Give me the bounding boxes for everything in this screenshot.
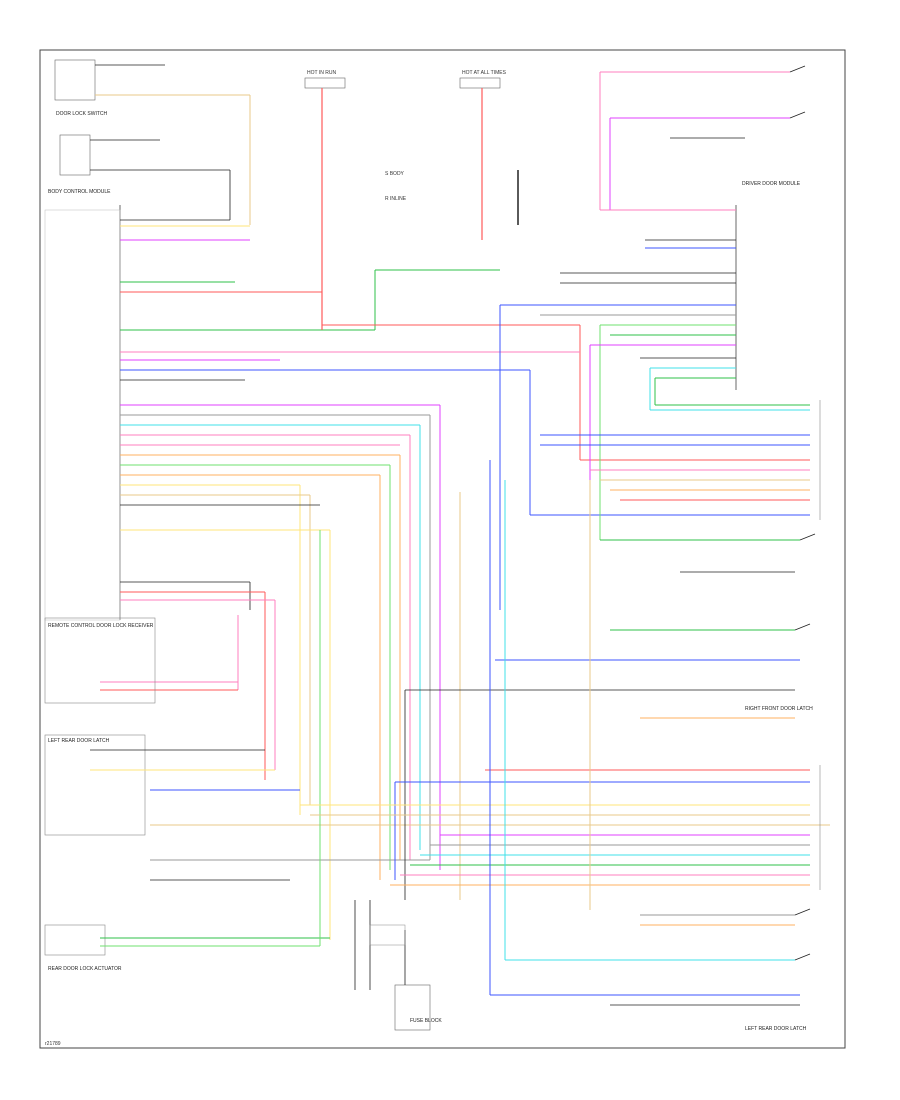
right-side-wires	[300, 71, 810, 1006]
component-body-control-module: BODY CONTROL MODULE	[48, 189, 111, 195]
component-door-lock-switch: DOOR LOCK SWITCH	[56, 111, 108, 117]
footer-code: r21789	[45, 1041, 61, 1047]
fuse-block	[354, 900, 431, 1031]
legend-inline: R INLINE	[385, 196, 407, 202]
component-driver-door-module: DRIVER DOOR MODULE	[742, 181, 801, 187]
bcm-wires	[120, 219, 810, 940]
right-switches	[789, 65, 816, 961]
top-splices	[304, 77, 519, 330]
rear-door-lock-actuator	[44, 530, 330, 956]
component-left-rear-latch-switch: LEFT REAR DOOR LATCH	[48, 738, 110, 744]
body-control-module	[44, 205, 121, 621]
top-splice-label-all: HOT AT ALL TIMES	[462, 70, 507, 76]
receiver-connector	[44, 615, 239, 704]
door-lock-switch	[54, 59, 251, 225]
diagram-frame	[39, 49, 846, 1049]
left-rear-door-latch	[44, 734, 830, 881]
component-fuse-block: FUSE BLOCK	[410, 1018, 442, 1024]
top-splice-label-run: HOT IN RUN	[307, 70, 336, 76]
legend-body: S BODY	[385, 171, 405, 177]
component-right-front-latch: RIGHT FRONT DOOR LATCH	[745, 706, 813, 712]
component-rear-actuator: REAR DOOR LOCK ACTUATOR	[48, 966, 122, 972]
component-receiver: REMOTE CONTROL DOOR LOCK RECEIVER	[48, 623, 154, 629]
component-left-rear-latch: LEFT REAR DOOR LATCH	[745, 1026, 807, 1032]
